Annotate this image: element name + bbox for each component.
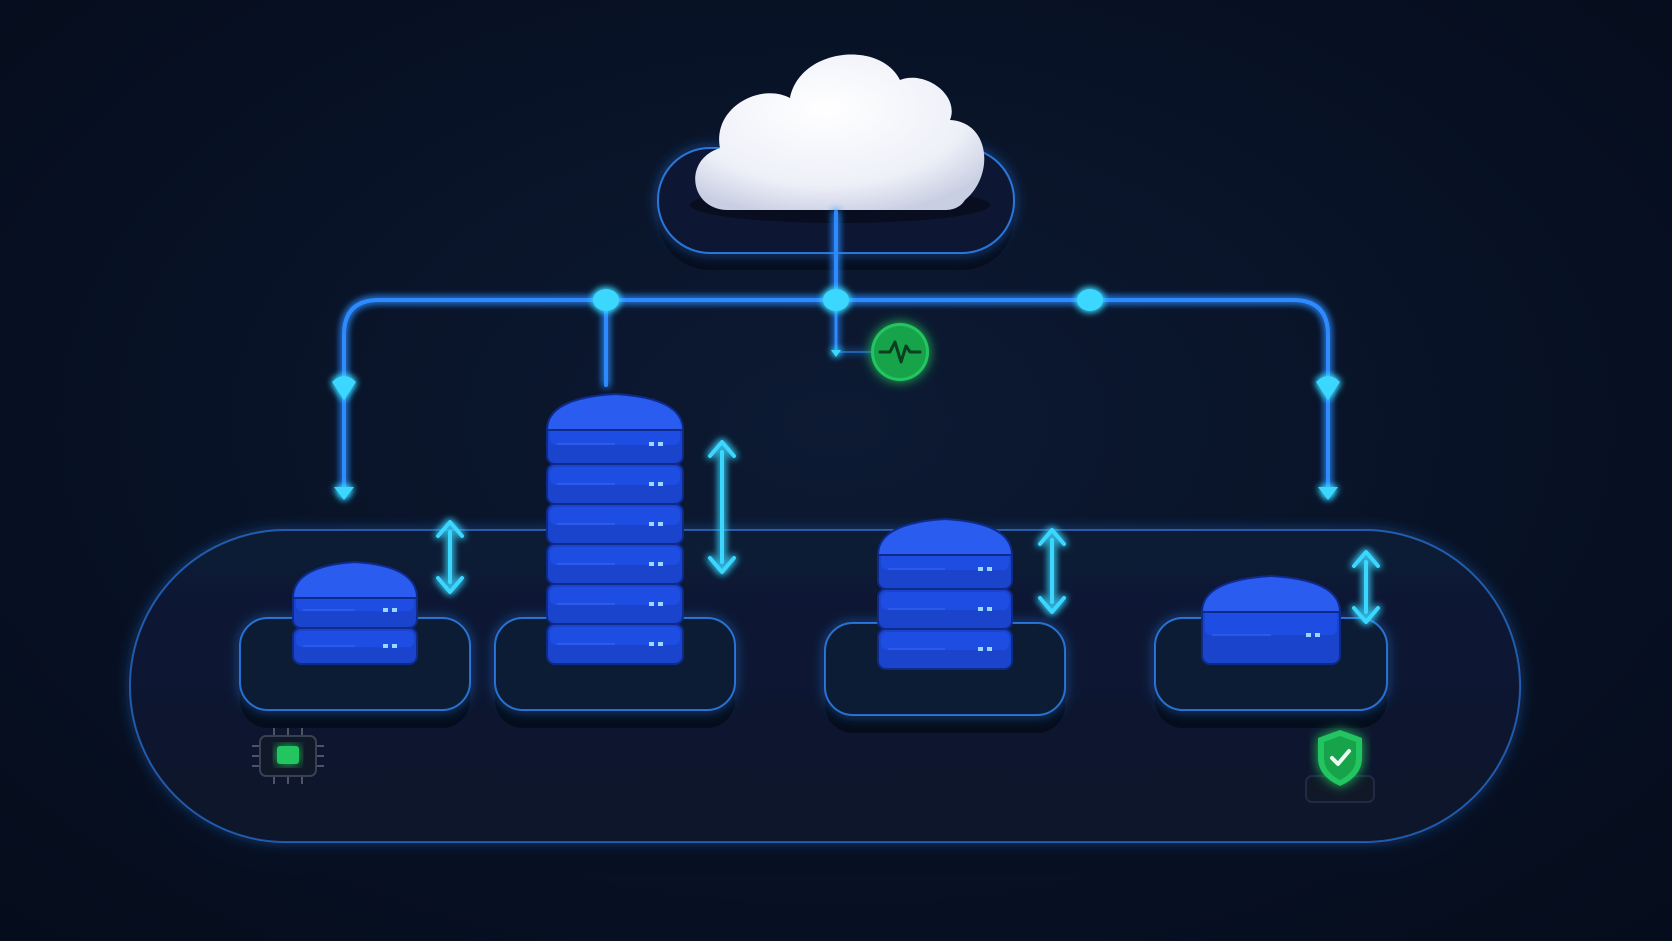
server-cluster xyxy=(824,517,1066,733)
server-unit xyxy=(546,423,684,465)
connector-node xyxy=(593,289,619,311)
server-top xyxy=(1200,574,1342,613)
flow-marker-icon xyxy=(332,376,356,400)
server-led xyxy=(987,567,992,571)
server-led xyxy=(649,522,654,526)
server-led xyxy=(392,608,397,612)
server-led xyxy=(649,562,654,566)
right-arrowhead-icon xyxy=(1318,487,1338,500)
server-led xyxy=(978,647,983,651)
server-led xyxy=(658,522,663,526)
monitor-arrowhead-icon xyxy=(831,350,841,357)
connector-node xyxy=(1077,289,1103,311)
server-led xyxy=(658,562,663,566)
server-unit xyxy=(546,623,684,665)
server-led xyxy=(658,602,663,606)
left-arrowhead-icon xyxy=(334,487,354,500)
cpu-chip-icon xyxy=(252,728,324,784)
vertical-scale-arrow-icon xyxy=(1352,550,1380,624)
server-led xyxy=(987,607,992,611)
vertical-scale-arrow-icon xyxy=(708,440,736,574)
server-unit xyxy=(292,591,418,629)
server-led xyxy=(978,607,983,611)
server-top xyxy=(291,560,419,599)
server-clusters xyxy=(239,392,1388,733)
vertical-scale-arrow-icon xyxy=(1038,528,1066,614)
cloud-icon xyxy=(690,54,990,223)
server-top xyxy=(545,392,685,431)
server-cluster xyxy=(239,520,471,728)
server-led xyxy=(383,608,388,612)
flow-marker-icon xyxy=(1316,376,1340,400)
server-led xyxy=(649,602,654,606)
server-unit xyxy=(546,463,684,505)
server-cluster xyxy=(494,392,736,728)
server-led xyxy=(658,482,663,486)
server-led xyxy=(392,644,397,648)
server-unit xyxy=(546,583,684,625)
server-unit xyxy=(877,588,1013,630)
server-led xyxy=(649,482,654,486)
server-top xyxy=(876,517,1014,556)
server-led xyxy=(383,644,388,648)
shield-check-icon xyxy=(1305,730,1375,803)
server-unit xyxy=(1201,605,1341,665)
server-unit xyxy=(292,627,418,665)
server-unit xyxy=(546,503,684,545)
bus-arrowheads xyxy=(334,350,1338,500)
connector-node xyxy=(823,289,849,311)
server-unit xyxy=(877,628,1013,670)
server-led xyxy=(658,442,663,446)
server-unit xyxy=(546,543,684,585)
cloud-node xyxy=(657,54,1015,270)
vertical-scale-arrow-icon xyxy=(436,520,464,594)
heartbeat-monitor-icon xyxy=(871,323,929,381)
server-led xyxy=(1306,633,1311,637)
server-led xyxy=(987,647,992,651)
server-cluster xyxy=(1154,550,1388,728)
server-led xyxy=(649,442,654,446)
server-led xyxy=(649,642,654,646)
connector-nodes xyxy=(332,289,1340,400)
server-led xyxy=(978,567,983,571)
server-led xyxy=(1315,633,1320,637)
server-led xyxy=(658,642,663,646)
